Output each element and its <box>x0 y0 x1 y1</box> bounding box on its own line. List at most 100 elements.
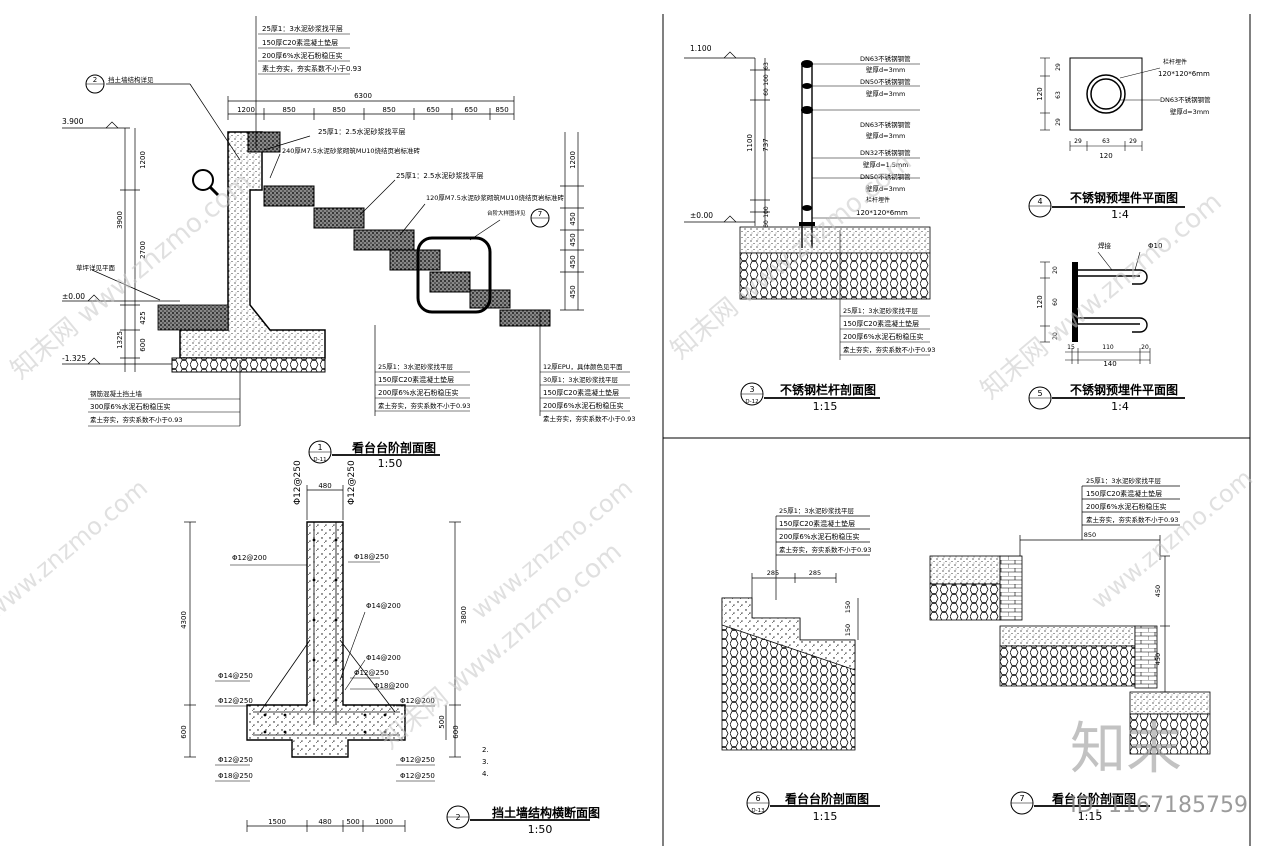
watermark-layer: 知末网 www.znzmo.com www.znzmo.com 知末网 www.… <box>0 147 1258 782</box>
s5-dim-h-2: 20 <box>1141 344 1149 351</box>
s6-title: 看台台阶剖面图 <box>785 791 869 806</box>
s4-label-3: 壁厚d=3mm <box>1170 107 1209 116</box>
s3-dim-3: 100 <box>763 74 770 86</box>
s2-rebar-12: Φ12@250 <box>400 756 435 764</box>
section-7-text: 25厚1：3水泥砂浆找平层 150厚C20素混凝土垫层 200厚6%水泥石粉稳压… <box>1019 476 1178 823</box>
s3-label-9: 壁厚d=3mm <box>866 184 905 193</box>
s4-label-1: 120*120*6mm <box>1158 70 1210 78</box>
s2-dim-bottom-3: 1000 <box>375 818 393 826</box>
s3-el-top: 1.100 <box>690 44 712 53</box>
s1-dim-v-right-3: 450 <box>569 255 577 268</box>
s5-dim-h-3: 140 <box>1103 360 1116 368</box>
s3-scale: 1:15 <box>813 400 838 413</box>
s2-dim-bottom-2: 500 <box>346 818 359 826</box>
s6-layer-2: 200厚6%水泥石粉稳压实 <box>779 532 859 541</box>
section-6-text: 25厚1：3水泥砂浆找平层 150厚C20素混凝土垫层 200厚6%水泥石粉稳压… <box>751 506 871 823</box>
s3-label-8: DN50不锈钢钢管 <box>860 172 911 181</box>
s3-dim-2: 60 <box>763 88 770 96</box>
s1-num: 1 <box>317 443 322 452</box>
s1-lawn: 草坪详见平面 <box>76 263 116 272</box>
section-4-drawing <box>1028 57 1185 218</box>
s7-num: 7 <box>1019 794 1024 803</box>
s1-el-top: 3.900 <box>62 117 84 126</box>
s7-scale: 1:15 <box>1078 810 1103 823</box>
s7-layer-2: 200厚6%水泥石粉稳压实 <box>1086 502 1166 511</box>
section-1-text: 25厚1：3水泥砂浆找平层 150厚C20素混凝土垫层 200厚6%水泥石粉稳压… <box>62 24 635 470</box>
s4-dim-v-1: 63 <box>1055 91 1062 99</box>
s4-dim-h-2: 29 <box>1129 138 1137 145</box>
s6-scale: 1:15 <box>813 810 838 823</box>
s3-label-10: 栏杆埋件 <box>866 196 890 204</box>
magnifier-icon[interactable] <box>192 169 220 197</box>
section-3-drawing <box>684 51 931 406</box>
s5-dim-v-1: 120 <box>1036 295 1044 308</box>
s1-dim-v-left-2: 2700 <box>139 241 147 259</box>
s6-layer-1: 150厚C20素混凝土垫层 <box>779 519 855 528</box>
s2-rebar-1: Φ12@250 <box>347 460 357 505</box>
s3-layer-1: 150厚C20素混凝土垫层 <box>843 319 919 328</box>
s1-right-layer-2: 150厚C20素混凝土垫层 <box>543 388 619 397</box>
s1-dim-v-left-4: 425 <box>139 311 147 324</box>
s1-ref7-label: 台阶大样图详见 <box>487 209 526 217</box>
s2-note-0: 2. <box>482 746 489 754</box>
s6-dim-2: 150 <box>844 601 852 613</box>
s6-dim-0: 285 <box>767 569 779 577</box>
s1-dim-v-right-0: 1200 <box>569 151 577 169</box>
s2-dim-right: 3800 <box>460 606 468 624</box>
s2-dim-bottom-0: 1500 <box>268 818 286 826</box>
s3-label-5: 壁厚d=3mm <box>866 131 905 140</box>
s1-top-layer-3: 素土夯实，夯实系数不小于0.93 <box>262 64 362 73</box>
s7-layer-0: 25厚1：3水泥砂浆找平层 <box>1086 476 1162 485</box>
s5-dim-h-1: 110 <box>1102 344 1114 351</box>
s1-dim-h-4: 650 <box>426 106 439 114</box>
s5-num: 5 <box>1037 389 1042 398</box>
s2-rebar-0: Φ12@250 <box>293 460 303 505</box>
s3-dim-4: 63 <box>763 62 770 70</box>
s3-sheet: D-12 <box>745 399 758 405</box>
s7-layer-3: 素土夯实，夯实系数不小于0.93 <box>1086 515 1178 524</box>
s2-rebar-4: Φ14@200 <box>366 602 401 610</box>
s2-dim-bottom-1: 480 <box>318 818 331 826</box>
s4-num: 4 <box>1037 197 1042 206</box>
s6-layer-0: 25厚1：3水泥砂浆找平层 <box>779 506 855 515</box>
s1-dim-h-2: 850 <box>332 106 345 114</box>
s1-left-layer-2: 素土夯实，夯实系数不小于0.93 <box>90 415 182 424</box>
s1-left-layer-0: 钢筋混凝土挡土墙 <box>90 389 143 398</box>
s2-scale: 1:50 <box>528 823 553 836</box>
s3-label-7: 壁厚d=1.5mm <box>863 160 909 169</box>
s3-dim-5: 100 <box>763 206 770 218</box>
s4-dim-v-2: 29 <box>1055 118 1062 126</box>
s7-title: 看台台阶剖面图 <box>1052 791 1136 806</box>
s1-el-zero: ±0.00 <box>62 292 85 301</box>
s1-bot-layer-1: 150厚C20素混凝土垫层 <box>378 375 454 384</box>
s1-bot-layer-2: 200厚6%水泥石粉稳压实 <box>378 388 458 397</box>
s2-rebar-2: Φ12@200 <box>232 554 267 562</box>
s6-layer-3: 素土夯实，夯实系数不小于0.93 <box>779 545 871 554</box>
s3-label-6: DN32不锈钢钢管 <box>860 148 911 157</box>
s1-title: 看台台阶剖面图 <box>352 440 436 455</box>
s1-dim-v-left-3: 1325 <box>116 331 124 349</box>
s3-label-11: 120*120*6mm <box>856 209 908 217</box>
s4-scale: 1:4 <box>1111 208 1129 221</box>
s1-dim-v-left-0: 3900 <box>116 211 124 229</box>
s2-dim-base-right: 600 <box>452 725 460 738</box>
s5-dim-v-0: 20 <box>1052 266 1059 274</box>
section-5-text: 焊接 Φ10 20 120 60 20 15 110 20 140 5 不锈钢预… <box>1036 241 1178 413</box>
s4-dim-h-0: 29 <box>1074 138 1082 145</box>
s7-dim-2: 450 <box>1154 653 1162 665</box>
s4-dim-v-3: 120 <box>1036 87 1044 100</box>
s4-label-0: 栏杆埋件 <box>1163 58 1187 66</box>
watermark-text: www.znzmo.com <box>1086 464 1258 615</box>
section-5-drawing <box>1028 251 1185 410</box>
s1-ref2-label: 挡土墙结构详见 <box>108 75 154 84</box>
s2-rebar-5: Φ14@200 <box>366 654 401 662</box>
s1-right-layer-3: 200厚6%水泥石粉稳压实 <box>543 401 623 410</box>
section-2-drawing <box>184 485 590 832</box>
s5-label-0: 焊接 <box>1098 241 1112 250</box>
s3-el-zero: ±0.00 <box>690 211 713 220</box>
s1-dim-v-left-5: 600 <box>139 338 147 351</box>
s1-right-layer-0: 12厚EPU，具体颜色见平面 <box>543 362 623 371</box>
section-4-text: 栏杆埋件 120*120*6mm DN63不锈钢钢管 壁厚d=3mm 29 63… <box>1036 58 1211 221</box>
s4-dim-h-3: 120 <box>1099 152 1112 160</box>
